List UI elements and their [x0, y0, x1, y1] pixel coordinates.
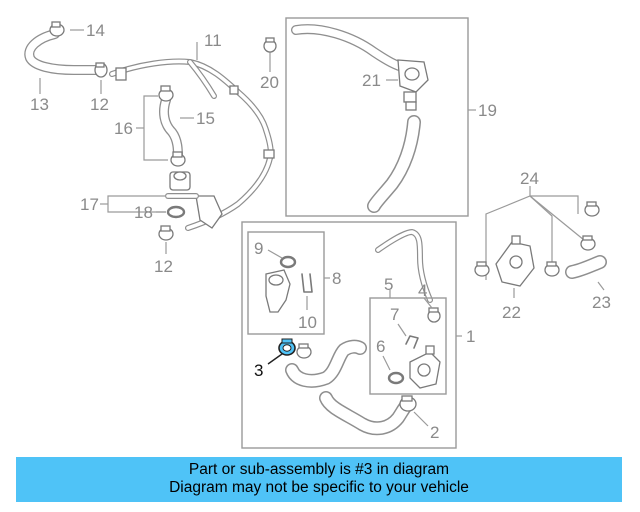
clamp-14 [49, 21, 65, 37]
valve-5 [409, 345, 441, 389]
clamp-16-bottom [170, 151, 186, 167]
pipe-1 [375, 229, 433, 303]
clamp-12-bottom [158, 225, 174, 241]
box-19 [285, 17, 469, 217]
callout-21: 21 [362, 71, 381, 90]
hose-19-upper [291, 24, 411, 73]
hose-19-lower [367, 115, 421, 213]
callout-24: 24 [520, 169, 539, 188]
leader-3 [267, 353, 283, 365]
callout-6: 6 [376, 337, 385, 356]
clamp-12-top [94, 62, 108, 78]
clip-7 [405, 335, 419, 349]
valve-22 [495, 235, 535, 287]
clamp-4 [427, 307, 441, 323]
oring-9 [279, 255, 297, 269]
clamp-16-top [158, 85, 174, 102]
callout-7: 7 [390, 305, 399, 324]
callout-12-bottom: 12 [154, 257, 173, 276]
callout-2: 2 [430, 423, 439, 442]
callout-15: 15 [196, 109, 215, 128]
connector-21 [397, 59, 429, 111]
callout-1: 1 [466, 327, 475, 346]
callout-5: 5 [384, 275, 393, 294]
callout-17: 17 [80, 195, 99, 214]
connector-8 [265, 269, 291, 313]
callout-20: 20 [260, 73, 279, 92]
box-5 [369, 297, 447, 395]
clamp-24-c [474, 261, 490, 277]
callout-4: 4 [418, 281, 427, 300]
parts-diagram: 1 2 3 4 5 6 7 8 9 10 11 12 12 13 14 15 1… [24, 17, 611, 449]
pipe-11 [109, 58, 275, 231]
callout-12-top: 12 [90, 95, 109, 114]
callout-22: 22 [502, 303, 521, 322]
clamp-20 [263, 37, 277, 53]
banner-line-part: Part or sub-assembly is #3 in diagram [188, 461, 450, 478]
banner-line-disclaimer: Diagram may not be specific to your vehi… [169, 479, 469, 496]
hose-13 [24, 29, 103, 75]
hose-2-assembly [319, 391, 417, 436]
hose-15 [159, 95, 183, 163]
leader-lines-24 [485, 186, 605, 298]
info-banner: Part or sub-assembly is #3 in diagram Di… [16, 457, 622, 502]
callout-3: 3 [254, 361, 263, 380]
callout-16: 16 [114, 119, 133, 138]
box-1 [241, 221, 457, 449]
callout-13: 13 [30, 95, 49, 114]
pump-17 [165, 171, 223, 229]
clamp-24-a [584, 201, 600, 217]
box-8 [247, 231, 325, 335]
callout-23: 23 [592, 293, 611, 312]
callout-14: 14 [86, 21, 105, 40]
leader-lines-left [39, 29, 271, 254]
callout-8: 8 [332, 269, 341, 288]
callout-18: 18 [134, 203, 153, 222]
hose-3-assembly [285, 339, 367, 388]
clamp-24-b [580, 235, 596, 251]
hose-23 [565, 255, 607, 279]
oring-18 [166, 205, 186, 219]
callout-19: 19 [478, 101, 497, 120]
callout-9: 9 [254, 239, 263, 258]
part-3-highlight [278, 338, 296, 356]
oring-6 [387, 371, 405, 385]
callout-10: 10 [298, 313, 317, 332]
callout-11: 11 [204, 31, 222, 50]
clip-10 [301, 273, 313, 293]
clamp-24-d [544, 261, 560, 277]
